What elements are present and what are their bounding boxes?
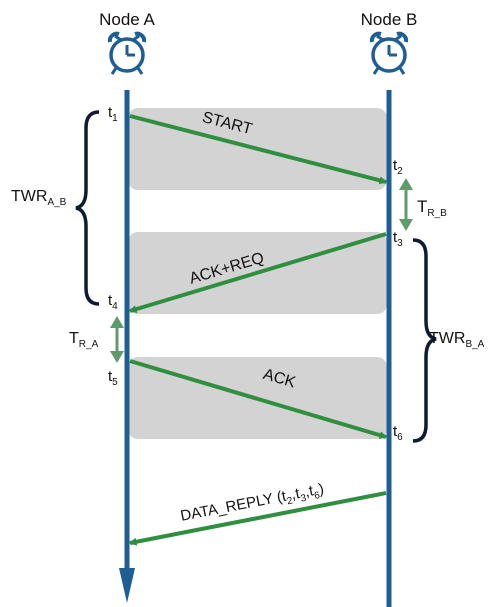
timestamp-t6: t6 — [393, 423, 403, 443]
t-rb-label: TR_B — [417, 197, 447, 219]
twr-ba-brace — [412, 238, 437, 443]
node-a-label: Node A — [99, 10, 155, 29]
timestamp-t4: t4 — [108, 292, 118, 312]
ack-message-arrow — [129, 359, 388, 439]
twr-ab-brace — [75, 110, 100, 306]
t-ra-label: TR_A — [69, 330, 99, 350]
t-ra-double-arrow — [110, 316, 124, 363]
ack-req-message-arrow — [128, 232, 387, 313]
data-reply-message-arrow — [128, 491, 387, 546]
node-a-alarm-clock-icon — [107, 31, 147, 75]
t-rb-double-arrow — [399, 178, 413, 231]
timestamp-t5: t5 — [108, 368, 118, 388]
twr-ba-label: TWRB_A — [429, 330, 485, 350]
timestamp-t2: t2 — [393, 157, 403, 177]
node-b-label: Node B — [361, 10, 418, 29]
timestamp-t3: t3 — [393, 229, 403, 249]
twr-ab-label: TWRA_B — [11, 188, 67, 208]
timestamp-t1: t1 — [108, 104, 118, 124]
start-message-arrow — [129, 114, 388, 185]
node-a-timeline-arrowhead — [119, 568, 135, 603]
node-b-alarm-clock-icon — [369, 31, 409, 75]
